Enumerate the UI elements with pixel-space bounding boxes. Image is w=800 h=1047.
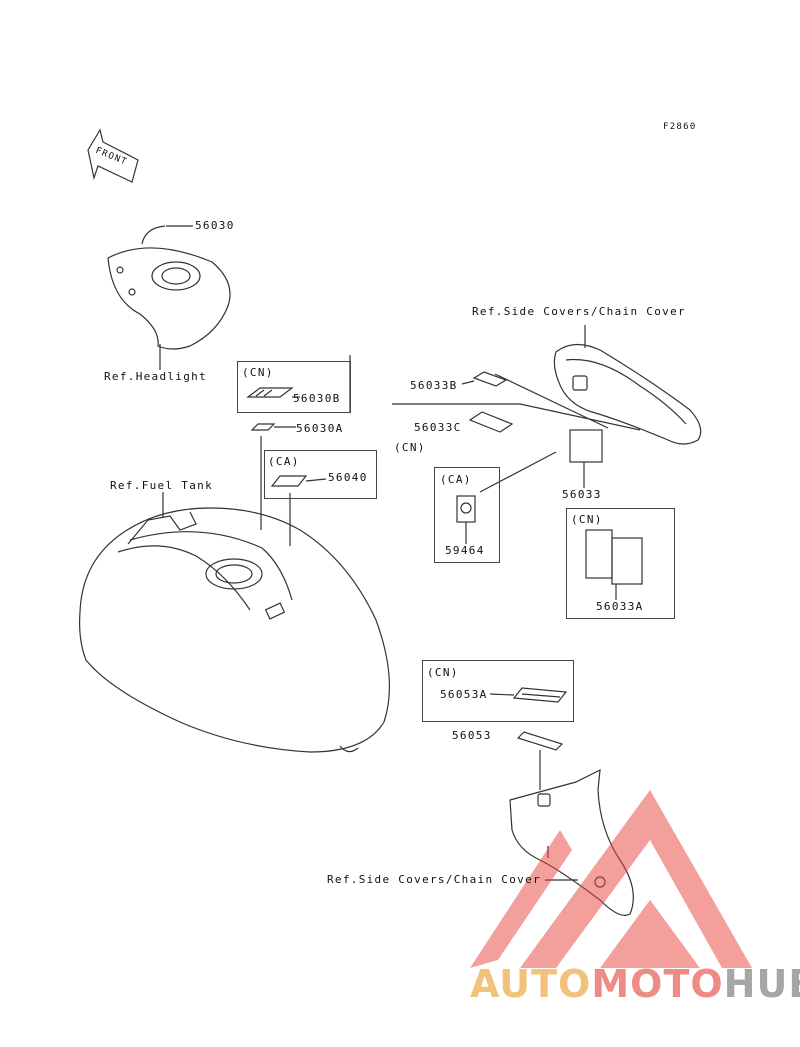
decal-56033C	[468, 411, 514, 433]
ref-side-covers-top-label: Ref.Side Covers/Chain Cover	[472, 305, 686, 318]
region-label-cn: (CN)	[242, 366, 274, 379]
part-number-56033: 56033	[562, 488, 602, 501]
part-number-56053A: 56053A	[440, 688, 488, 701]
ref-headlight-label: Ref.Headlight	[104, 370, 207, 383]
ca-box-59464	[434, 467, 500, 563]
decal-56033A	[585, 529, 643, 600]
ref-fuel-tank-label: Ref.Fuel Tank	[110, 479, 213, 492]
region-label-ca: (CA)	[440, 473, 472, 486]
decal-56040	[270, 475, 327, 487]
decal-56030B	[246, 387, 300, 398]
decal-56053A	[489, 687, 568, 703]
fuel-tank	[79, 492, 391, 753]
cn-box-56030B	[237, 361, 351, 413]
ca-box-56040	[264, 450, 377, 499]
ref-side-covers-bottom-label: Ref.Side Covers/Chain Cover	[327, 873, 541, 886]
watermark-part-2: MOTO	[591, 962, 724, 1006]
part-number-56053: 56053	[452, 729, 492, 742]
side-cover-top	[479, 325, 702, 493]
cn-box-56053A	[422, 660, 574, 722]
decal-56033	[569, 429, 603, 488]
part-number-56030A: 56030A	[296, 422, 344, 435]
decal-56030A	[250, 423, 296, 431]
part-number-56033B: 56033B	[410, 379, 458, 392]
part-number-59464: 59464	[445, 544, 485, 557]
region-label-cn: (CN)	[394, 441, 426, 454]
watermark-part-1: AUTO	[470, 962, 592, 1006]
watermark-logo-icon	[470, 790, 752, 968]
part-number-56030B: 56030B	[293, 392, 341, 405]
cn-box-56033A	[566, 508, 675, 619]
region-label-cn: (CN)	[571, 513, 603, 526]
region-label-cn: (CN)	[427, 666, 459, 679]
decal-56033B	[461, 371, 508, 387]
part-number-56040: 56040	[328, 471, 368, 484]
decal-56053	[516, 731, 564, 790]
part-number-56030: 56030	[195, 219, 235, 232]
decal-59464	[456, 495, 476, 544]
part-number-56033A: 56033A	[596, 600, 644, 613]
part-number-56033C: 56033C	[414, 421, 462, 434]
headlight-cover	[107, 225, 231, 370]
figure-code: F2860	[663, 122, 697, 132]
front-arrow-icon	[87, 128, 139, 183]
region-label-ca: (CA)	[268, 455, 300, 468]
watermark-text: AUTOMOTOHUB	[470, 962, 800, 1006]
watermark-part-3: HUB	[723, 962, 800, 1006]
